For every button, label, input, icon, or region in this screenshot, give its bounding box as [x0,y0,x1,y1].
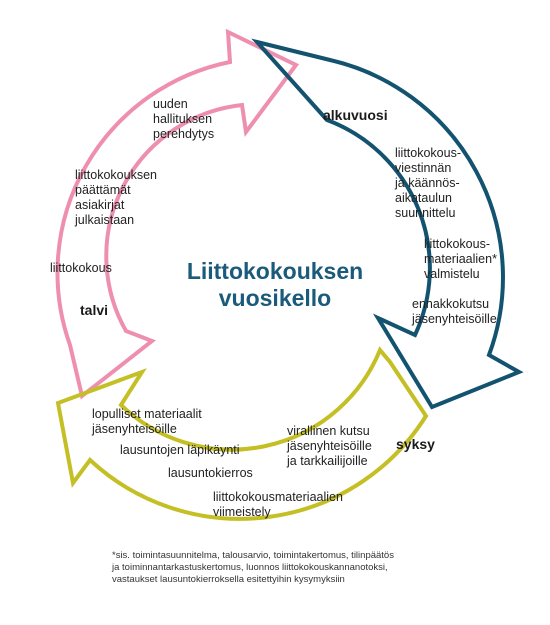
winter-item: uuden hallituksen perehdytys [153,97,215,141]
season-label-spring: alkuvuosi [323,107,388,123]
spring-item: liittokokous- materiaalien* valmistelu [424,237,497,281]
title-line-1: Liittokokouksen [186,258,364,284]
season-label-autumn: syksy [396,436,435,452]
autumn-item: lopulliset materiaalit jäsenyhteisöille [92,407,202,436]
diagram-title: Liittokokouksen vuosikello [160,258,390,312]
season-label-winter: talvi [80,302,109,318]
spring-item: ennakkokutsu jäsenyhteisöille [412,297,497,326]
spring-arrow [251,38,524,410]
winter-arrow [55,28,300,400]
autumn-item: lausuntokierros [168,466,253,480]
winter-item: liittokokouksen päättämät asiakirjat jul… [75,168,157,227]
autumn-item: lausuntojen läpikäynti [120,443,240,457]
autumn-item: liittokokousmateriaalien viimeistely [213,490,343,519]
spring-item: liittokokous- viestinnän ja käännös- aik… [395,146,461,220]
title-line-2: vuosikello [218,285,332,311]
autumn-item: virallinen kutsu jäsenyhteisöille ja tar… [287,424,372,468]
autumn-arrow [55,346,429,521]
winter-item: liittokokous [50,261,112,275]
footnote: *sis. toimintasuunnitelma, talousarvio, … [112,550,394,585]
